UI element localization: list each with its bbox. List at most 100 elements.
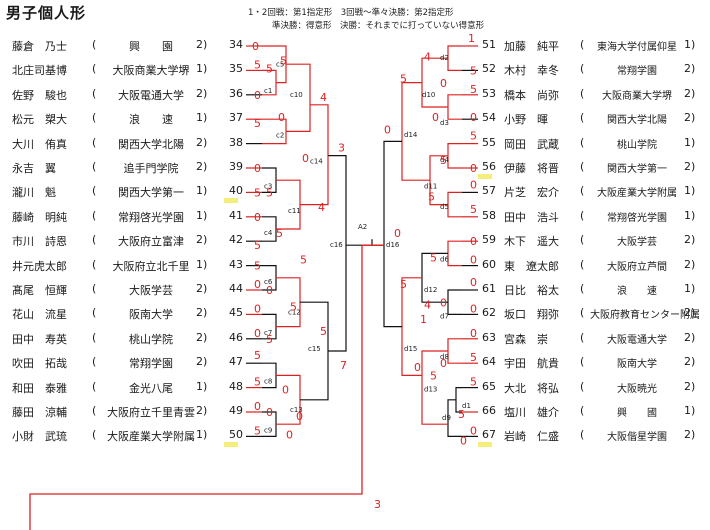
school-open-paren: ( bbox=[580, 62, 585, 76]
seed-number: 45 bbox=[229, 306, 243, 320]
handwritten-score: 5 bbox=[320, 325, 327, 338]
player-name: 大北 将弘 bbox=[504, 381, 559, 395]
school-open-paren: ( bbox=[580, 38, 585, 51]
grade-year: 1) bbox=[196, 208, 208, 222]
handwritten-score: 0 bbox=[384, 124, 391, 137]
handwritten-score: 7 bbox=[340, 359, 347, 372]
school-open-paren: ( bbox=[92, 404, 97, 417]
match-join bbox=[447, 191, 462, 218]
school-name: 大阪府教育センター附属 bbox=[590, 310, 700, 322]
school-open-paren: ( bbox=[580, 233, 585, 247]
school-open-paren: ( bbox=[580, 257, 585, 271]
handwritten-score: 0 bbox=[394, 227, 401, 240]
match-join bbox=[383, 140, 402, 328]
seed-number: 65 bbox=[482, 379, 496, 393]
player-name: 花山 流星 bbox=[12, 308, 67, 322]
handwritten-score: 0 bbox=[470, 178, 477, 191]
seed-number: 55 bbox=[482, 135, 496, 149]
school-name: 常翔学園 bbox=[129, 357, 173, 371]
handwritten-score: 3 bbox=[338, 142, 345, 155]
school-name: 浪 速 bbox=[129, 113, 173, 127]
player-name: 藤田 涼輔 bbox=[12, 406, 67, 419]
match-label: c6 bbox=[264, 278, 273, 286]
seed-number: 66 bbox=[482, 404, 496, 417]
school-name: 常翔啓光学園 bbox=[118, 210, 184, 224]
grade-year: 2) bbox=[684, 111, 696, 125]
player-name: 田中 浩斗 bbox=[504, 210, 559, 224]
school-open-paren: ( bbox=[92, 355, 97, 369]
seed-number: 37 bbox=[229, 111, 243, 125]
match-label: d1 bbox=[462, 402, 471, 410]
match-label: c8 bbox=[264, 378, 272, 386]
handwritten-score: 5 bbox=[470, 83, 477, 96]
school-open-paren: ( bbox=[580, 355, 585, 369]
school-name: 大阪府立千里青雲 bbox=[107, 406, 195, 419]
school-open-paren: ( bbox=[580, 160, 585, 173]
handwritten-score: 4 bbox=[424, 50, 431, 63]
match-label: d8 bbox=[440, 353, 449, 361]
seed-number: 60 bbox=[482, 257, 496, 271]
match-label: c14 bbox=[310, 158, 323, 166]
school-open-paren: ( bbox=[92, 160, 97, 173]
handwritten-score: 5 bbox=[276, 227, 283, 240]
match-join bbox=[447, 45, 462, 72]
handwritten-score: 5 bbox=[254, 424, 261, 437]
player-name: 井元虎太郎 bbox=[12, 259, 67, 273]
school-open-paren: ( bbox=[92, 428, 97, 442]
handwritten-score: 0 bbox=[282, 384, 289, 397]
player-name: 宇田 航貴 bbox=[504, 357, 559, 371]
match-join bbox=[447, 143, 462, 169]
seed-number: 52 bbox=[482, 62, 496, 76]
school-open-paren: ( bbox=[580, 111, 585, 125]
final-lead bbox=[29, 244, 384, 530]
school-name: 関西大学北陽 bbox=[118, 137, 184, 151]
handwritten-score: 5 bbox=[470, 203, 477, 216]
grade-year: 1) bbox=[684, 184, 696, 198]
match-join bbox=[447, 240, 462, 267]
match-label: c9 bbox=[264, 426, 272, 434]
handwritten-score: 0 bbox=[460, 434, 467, 447]
grade-year: 2) bbox=[196, 404, 208, 417]
player-name: 市川 詩恩 bbox=[12, 235, 67, 249]
handwritten-score: 0 bbox=[254, 400, 261, 413]
handwritten-score: 5 bbox=[440, 154, 447, 167]
handwritten-score: 5 bbox=[254, 260, 261, 273]
grade-year: 2) bbox=[684, 62, 696, 76]
page-title: 男子個人形 bbox=[6, 4, 87, 22]
rules-note-1: 1・2回戦：第1指定形 3回戦～準々決勝：第2指定形 bbox=[248, 8, 454, 18]
handwritten-score: 0 bbox=[302, 152, 309, 165]
grade-year: 1) bbox=[196, 111, 208, 125]
highlight-mark bbox=[224, 442, 238, 448]
handwritten-score: 0 bbox=[470, 424, 477, 437]
grade-year: 2) bbox=[196, 306, 208, 320]
match-label: c3 bbox=[264, 182, 272, 190]
match-label: d3 bbox=[440, 119, 449, 127]
seed-number: 64 bbox=[482, 355, 496, 369]
handwritten-score: 0 bbox=[266, 406, 273, 419]
school-open-paren: ( bbox=[92, 135, 97, 149]
seed-number: 51 bbox=[482, 38, 496, 51]
school-name: 浪 速 bbox=[617, 286, 657, 297]
grade-year: 1) bbox=[196, 257, 208, 271]
school-open-paren: ( bbox=[580, 135, 585, 149]
school-name: 関西大学第一 bbox=[607, 164, 667, 175]
match-label: d16 bbox=[386, 241, 400, 249]
match-label: c7 bbox=[264, 329, 272, 337]
handwritten-score: 0 bbox=[440, 77, 447, 90]
school-open-paren: ( bbox=[580, 184, 585, 198]
seed-number: 67 bbox=[482, 428, 496, 442]
